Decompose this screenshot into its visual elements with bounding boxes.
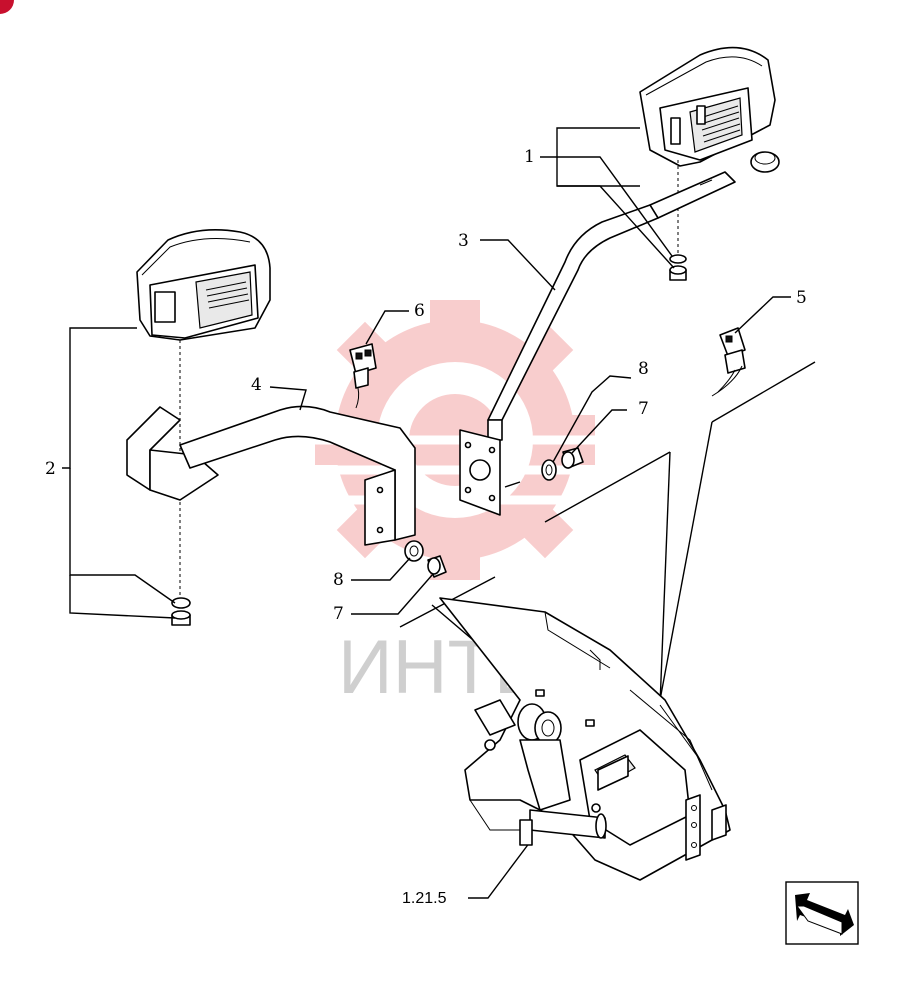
callout-3: 3 — [458, 231, 469, 251]
nut-7-left — [427, 555, 447, 578]
reference-label: 1.21.5 — [402, 890, 447, 907]
callout-8-lower: 8 — [333, 570, 344, 590]
callout-6: 6 — [414, 301, 425, 321]
callout-1: 1 — [524, 147, 535, 167]
washer-8-right — [541, 459, 557, 481]
bracket-right — [459, 171, 736, 516]
connector-5 — [711, 327, 746, 397]
callout-7-lower: 7 — [333, 604, 344, 624]
bracket-left — [126, 405, 416, 546]
connector-6 — [349, 343, 377, 409]
washer-8-left — [404, 540, 424, 562]
callout-4: 4 — [251, 375, 262, 395]
loader-frame — [439, 597, 731, 881]
callout-7-upper: 7 — [638, 399, 649, 419]
callout-labels: 1 2 3 4 5 6 8 7 8 7 1.21.5 — [45, 147, 807, 907]
washer-nut-right — [669, 254, 687, 281]
corner-marker — [0, 0, 14, 14]
callout-2: 2 — [45, 459, 56, 479]
callout-8-upper: 8 — [638, 359, 649, 379]
cap-plug — [750, 151, 780, 173]
washer-nut-left — [171, 597, 191, 626]
callout-5: 5 — [796, 288, 807, 308]
work-lamp-right — [639, 46, 776, 167]
work-lamp-left — [136, 228, 271, 341]
nut-7-right — [561, 447, 584, 469]
next-page-arrow-icon[interactable] — [785, 881, 859, 945]
